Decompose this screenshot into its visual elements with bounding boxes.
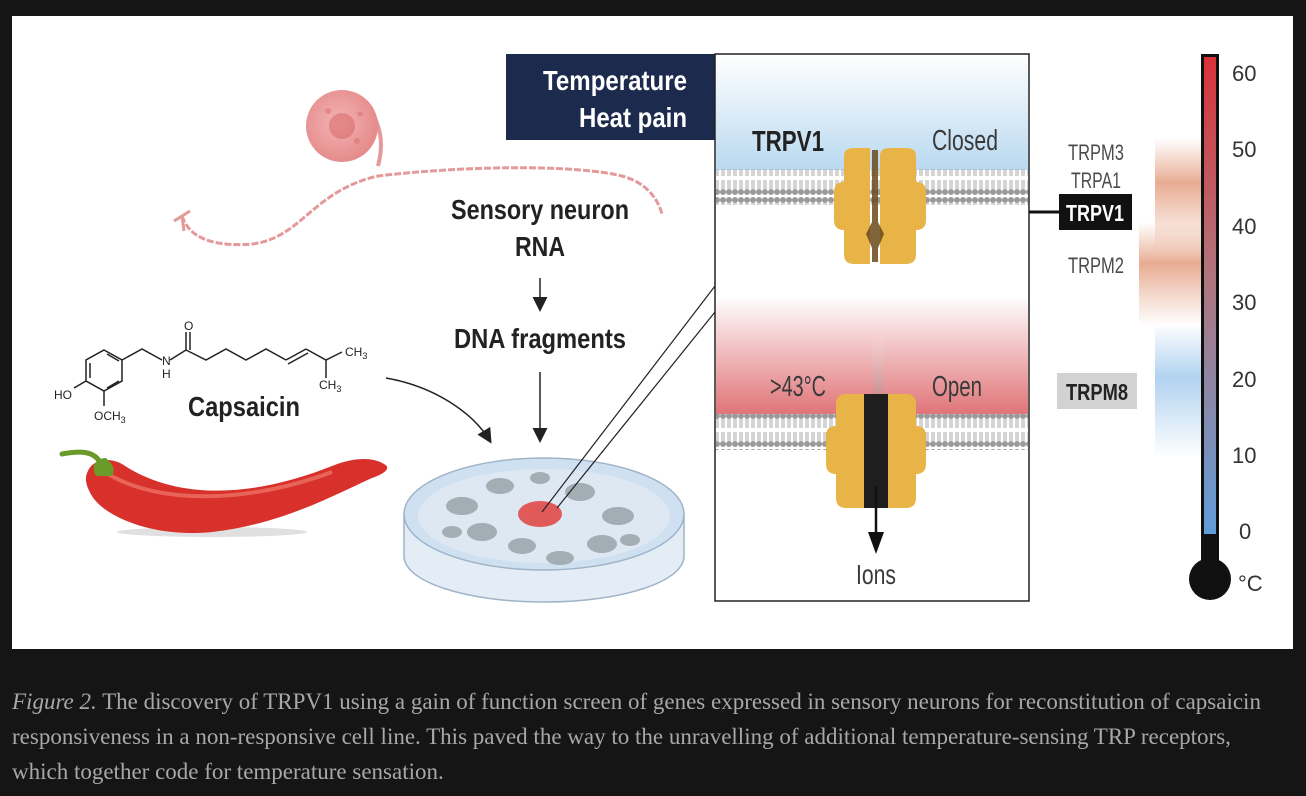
receptor-trpa1: TRPA1 (1071, 168, 1121, 193)
caption-text: The discovery of TRPV1 using a gain of f… (12, 689, 1261, 784)
atom-och3: OCH3 (94, 409, 126, 425)
state-closed-label: Closed (932, 125, 998, 157)
thermometer (1189, 54, 1231, 600)
figure-caption: Figure 2. The discovery of TRPV1 using a… (12, 684, 1282, 789)
state-open-label: Open (932, 371, 982, 403)
receptor-trpm3: TRPM3 (1068, 140, 1124, 165)
receptor-bands (1139, 138, 1201, 458)
petri-dish (403, 457, 685, 603)
neuron-illustration (173, 90, 664, 247)
trpv1-channel-closed (834, 148, 926, 264)
threshold-label: >43°C (770, 371, 826, 403)
tick-20: 20 (1232, 367, 1256, 392)
channel-panel (714, 53, 1030, 602)
receptor-trpm8: TRPM8 (1066, 379, 1128, 405)
neuron-label-line1: Sensory neuron (451, 194, 629, 225)
tick-60: 60 (1232, 61, 1256, 86)
chili-pepper-icon (59, 449, 388, 537)
ions-label: Ions (856, 559, 896, 590)
receptor-trpv1-badge (1059, 194, 1132, 230)
zoom-line-upper (541, 285, 716, 513)
tick-40: 40 (1232, 214, 1256, 239)
tick-10: 10 (1232, 443, 1256, 468)
atom-o: O (184, 319, 193, 333)
receptor-trpv1: TRPV1 (1066, 200, 1124, 226)
trpv1-channel-open (826, 394, 926, 508)
neuron-label-line2: RNA (515, 231, 565, 262)
receptor-trpm8-badge (1057, 373, 1137, 409)
receptor-trpm2: TRPM2 (1068, 253, 1124, 278)
thermometer-unit: °C (1238, 571, 1263, 596)
figure-panel: Sensory neuron RNA DNA fragments O N H H… (12, 16, 1293, 649)
tick-50: 50 (1232, 137, 1256, 162)
capsaicin-structure (73, 332, 343, 406)
atom-ch3-b: CH3 (319, 378, 341, 394)
channel-name-label: TRPV1 (752, 126, 824, 158)
stimulus-line1: Temperature (543, 65, 687, 96)
tick-0: 0 (1239, 519, 1251, 544)
molecule-atoms: O N H HO OCH3 CH3 CH3 (54, 319, 367, 425)
capsaicin-label: Capsaicin (188, 391, 300, 422)
atom-ch3-a: CH3 (345, 345, 367, 361)
caption-figure-number: Figure 2. (12, 689, 97, 714)
stimulus-line2: Heat pain (579, 102, 687, 133)
atom-h: H (162, 367, 171, 381)
thermometer-ticks: 60 50 40 30 20 10 0 °C (1232, 61, 1263, 596)
zoom-line-lower (556, 311, 716, 509)
dna-fragments-label: DNA fragments (454, 323, 626, 354)
tick-30: 30 (1232, 290, 1256, 315)
figure-illustration: Sensory neuron RNA DNA fragments O N H H… (54, 53, 1263, 603)
arrow-capsaicin-to-dish (385, 377, 492, 444)
responsive-cell (518, 501, 562, 527)
atom-ho: HO (54, 388, 72, 402)
stimulus-box (506, 54, 716, 140)
atom-n: N (162, 354, 171, 368)
